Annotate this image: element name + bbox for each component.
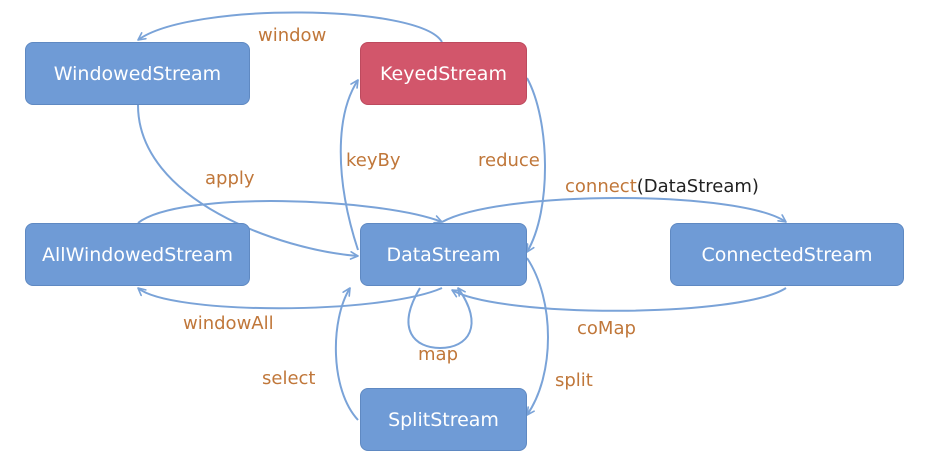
label-select: select [262, 368, 316, 389]
label-apply: apply [205, 168, 255, 189]
splitstream-node: SplitStream [360, 388, 527, 451]
allwindowedstream-node: AllWindowedStream [25, 223, 250, 286]
label-connect: connect(DataStream) [565, 178, 759, 196]
edge-windowall [137, 287, 443, 310]
edge-reduce [526, 77, 546, 253]
edge-apply [137, 104, 359, 260]
label-map: map [418, 344, 458, 365]
edge-select [334, 287, 359, 421]
edge-map-loop [407, 287, 473, 350]
edge-keyby [339, 79, 359, 251]
windowedstream-node: WindowedStream [25, 42, 250, 105]
edge-comap [451, 287, 787, 312]
edge-connect [441, 197, 787, 223]
keyedstream-node: KeyedStream [360, 42, 527, 105]
label-keyby: keyBy [346, 150, 401, 171]
edge-window [137, 11, 443, 43]
label-connect-arg: (DataStream) [636, 176, 759, 197]
datastream-node: DataStream [360, 223, 527, 286]
connectedstream-node: ConnectedStream [670, 223, 904, 286]
label-comap: coMap [577, 318, 636, 339]
label-windowall: windowAll [183, 313, 274, 334]
edge-allwindowed-to-datastream [137, 200, 443, 224]
label-connect-method: connect [565, 176, 637, 197]
label-reduce: reduce [478, 150, 540, 171]
label-split: split [555, 370, 593, 391]
label-window: window [258, 25, 327, 46]
edge-split [526, 257, 549, 416]
